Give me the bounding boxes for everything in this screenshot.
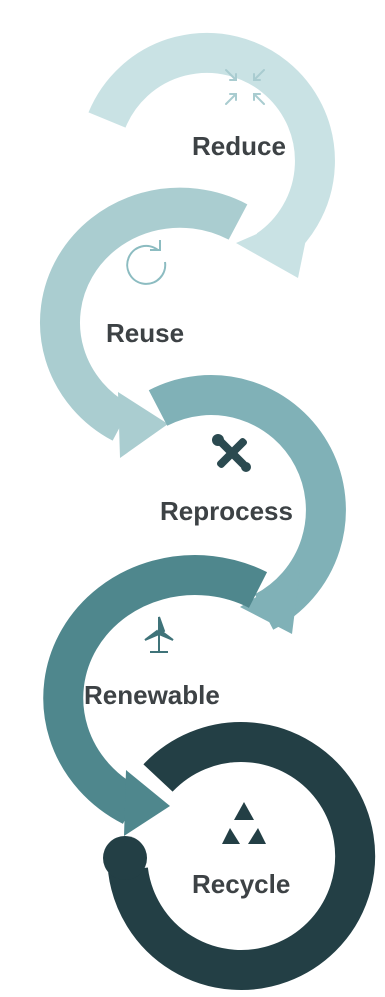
reduce-arc (88, 32, 335, 267)
step-label-renewable: Renewable (84, 680, 220, 710)
recycle-icon (222, 802, 266, 844)
recycle-arc (108, 722, 376, 990)
renewable-arc (43, 555, 268, 824)
refresh-icon (126, 240, 167, 285)
step-label-reduce: Reduce (192, 131, 286, 161)
reprocess-arc (148, 375, 346, 630)
reuse-arrowhead (118, 392, 168, 458)
recycle-loop-end (103, 836, 147, 880)
step-label-recycle: Recycle (192, 869, 291, 899)
reduce-arrowhead (236, 210, 312, 278)
wrench-screwdriver-icon (212, 434, 251, 472)
reprocess-arrowhead (240, 570, 300, 634)
wind-turbine-icon (144, 616, 174, 653)
compress-arrows-icon (225, 69, 265, 105)
step-label-reuse: Reuse (106, 318, 185, 348)
reuse-arc (40, 187, 248, 441)
step-label-reprocess: Reprocess (160, 496, 293, 526)
renewable-arrowhead (124, 770, 170, 836)
